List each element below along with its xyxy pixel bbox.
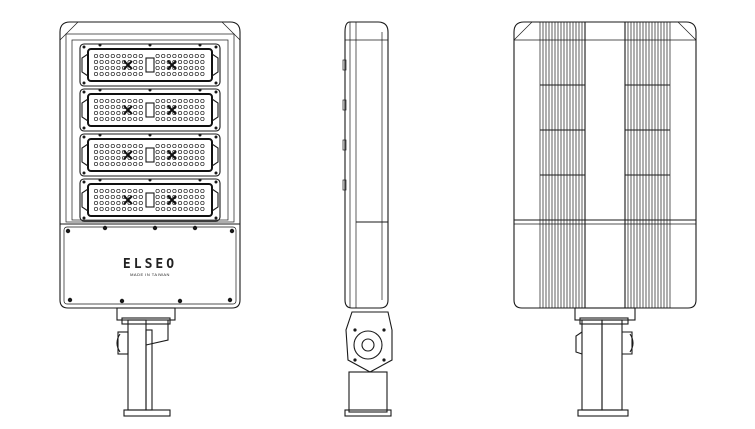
front-view: ELSEO MADE IN TAIWAN [59, 21, 241, 417]
led-modules [79, 43, 221, 222]
front-mount-bracket [116, 307, 176, 417]
brand-tagline: MADE IN TAIWAN [130, 272, 170, 277]
rear-view [513, 21, 697, 417]
rear-mount-bracket [574, 307, 636, 417]
heatsink-fins [539, 22, 671, 308]
side-view [342, 21, 393, 417]
led-module [79, 178, 221, 222]
led-module [79, 133, 221, 177]
led-module [79, 43, 221, 87]
brand-logo: ELSEO [123, 257, 177, 272]
lower-panel-screws [65, 225, 235, 304]
led-module [79, 88, 221, 132]
